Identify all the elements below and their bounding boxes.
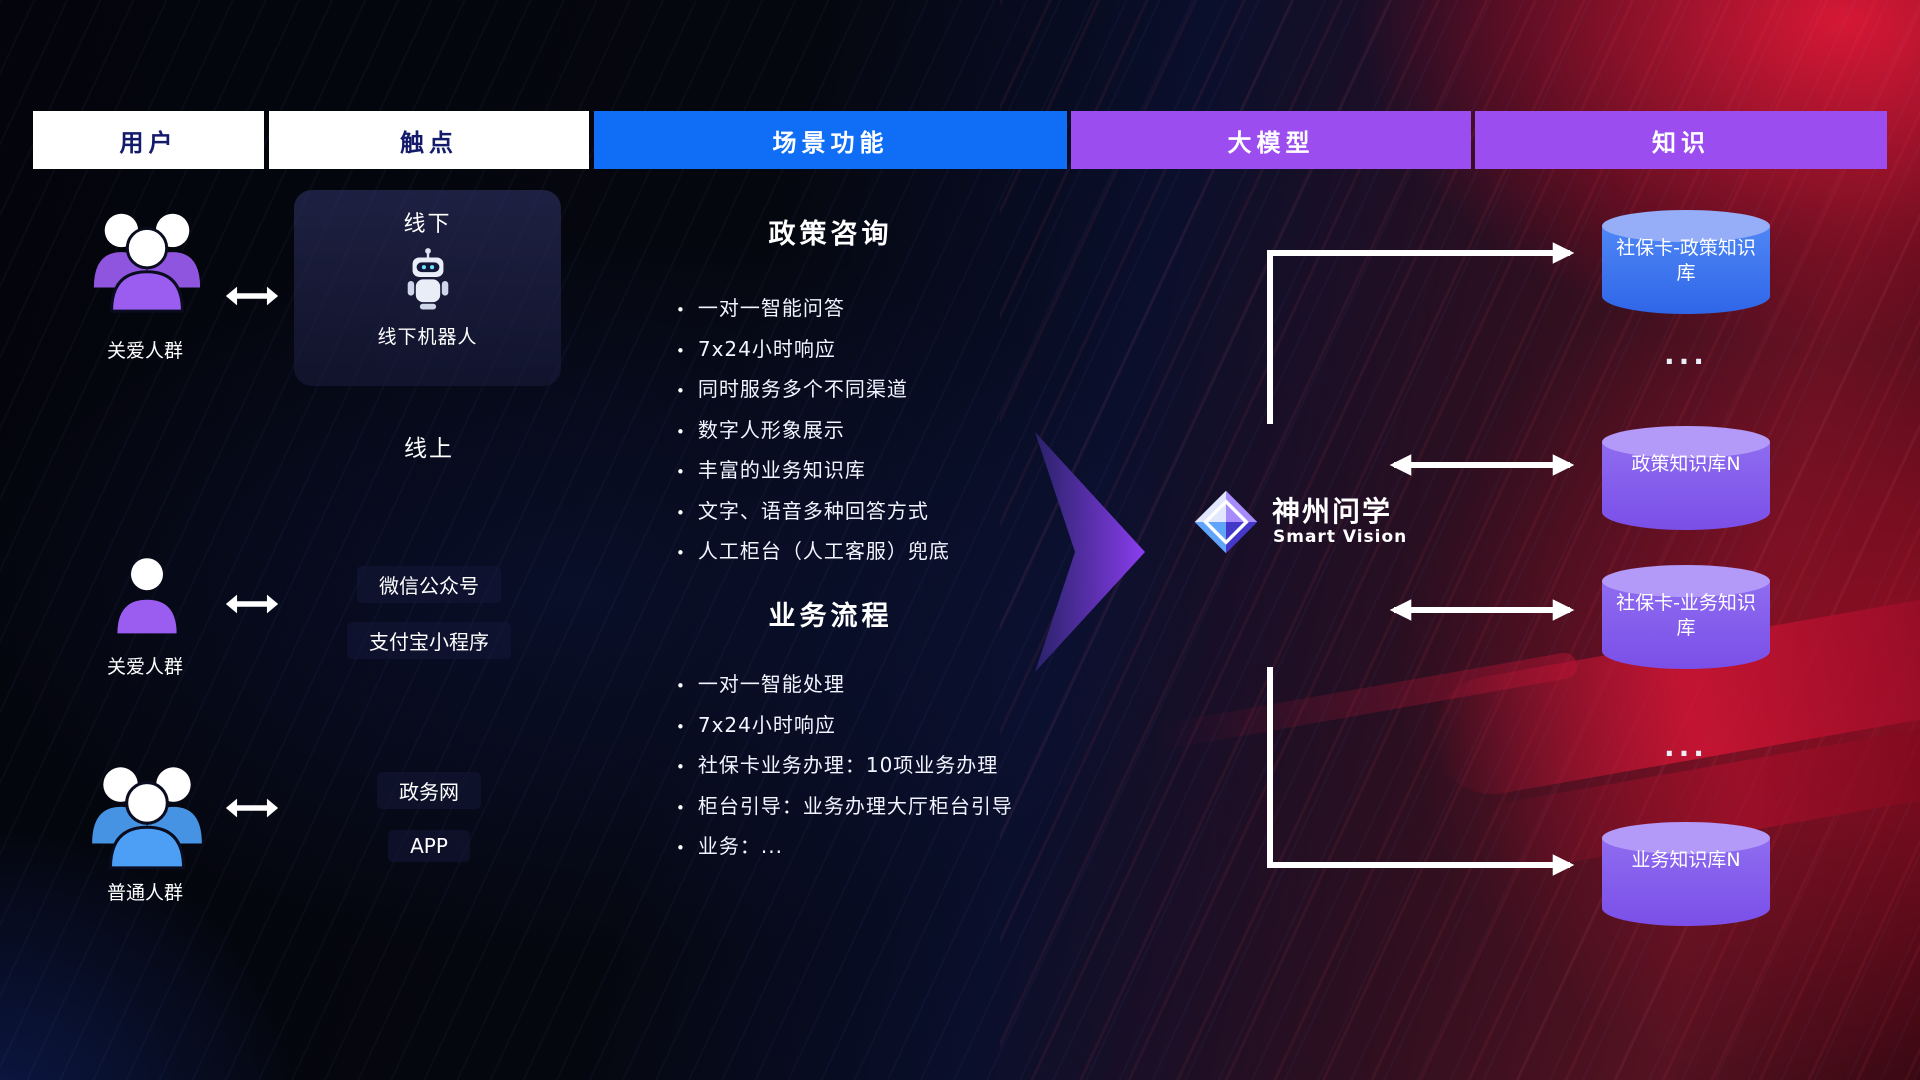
column-header-touchpoints: 触点 bbox=[269, 111, 589, 169]
kb-label: 社保卡-业务知识库 bbox=[1616, 592, 1756, 639]
database-cylinder-icon bbox=[1602, 210, 1770, 314]
list-item-text: 同时服务多个不同渠道 bbox=[697, 377, 908, 401]
database-cylinder-icon bbox=[1602, 822, 1770, 926]
double-arrow-icon bbox=[225, 798, 279, 818]
channel-gov-web: 政务网 bbox=[294, 772, 564, 809]
channel-label: 微信公众号 bbox=[357, 566, 501, 603]
channel-app: APP bbox=[294, 830, 564, 862]
column-header-label: 知识 bbox=[1652, 128, 1710, 157]
model-name: 神州问学 bbox=[1272, 495, 1393, 528]
list-item: 一对一智能处理 bbox=[676, 668, 1013, 697]
list-item: 7x24小时响应 bbox=[676, 709, 1013, 738]
business-process-list: 一对一智能处理 7x24小时响应 社保卡业务办理：10项业务办理 柜台引导：业务… bbox=[676, 668, 1013, 859]
list-item-text: 一对一智能处理 bbox=[697, 672, 845, 696]
list-item: 数字人形象展示 bbox=[676, 414, 950, 443]
list-item: 丰富的业务知识库 bbox=[676, 454, 950, 483]
scenario-title-policy-consult: 政策咨询 bbox=[768, 219, 893, 250]
list-item: 7x24小时响应 bbox=[676, 333, 950, 362]
column-header-scenario-functions: 场景功能 bbox=[594, 111, 1067, 169]
list-item-text: 7x24小时响应 bbox=[697, 712, 836, 737]
list-item: 文字、语音多种回答方式 bbox=[676, 495, 950, 524]
offline-touchpoint-card: 线下 线下机器人 bbox=[294, 190, 561, 386]
column-header-label: 触点 bbox=[400, 128, 458, 157]
online-title: 线上 bbox=[404, 436, 454, 462]
column-header-label: 场景功能 bbox=[772, 128, 889, 157]
list-item-text: 数字人形象展示 bbox=[697, 417, 845, 442]
list-item-text: 7x24小时响应 bbox=[697, 336, 836, 361]
list-item: 社保卡业务办理：10项业务办理 bbox=[676, 749, 1013, 778]
person-icon bbox=[111, 549, 183, 641]
kb-cylinder-social-policy: 社保卡-政策知识库 bbox=[1598, 206, 1774, 318]
column-header-label: 用户 bbox=[119, 128, 178, 157]
list-item-text: 文字、语音多种回答方式 bbox=[697, 498, 929, 523]
channel-alipay-miniapp: 支付宝小程序 bbox=[294, 622, 564, 659]
channel-wechat: 微信公众号 bbox=[294, 566, 564, 603]
database-cylinder-icon bbox=[1602, 565, 1770, 669]
double-arrow-icon bbox=[225, 594, 279, 614]
column-header-large-model: 大模型 bbox=[1071, 111, 1471, 169]
robot-icon bbox=[407, 248, 448, 310]
diamond-logo-icon bbox=[1192, 488, 1260, 556]
list-item: 人工柜台（人工客服）兜底 bbox=[676, 535, 950, 564]
list-item: 业务：... bbox=[676, 830, 1013, 859]
list-item-text: 一对一智能问答 bbox=[697, 296, 845, 320]
kb-label: 业务知识库N bbox=[1631, 849, 1741, 871]
people-group-icon bbox=[84, 746, 210, 876]
list-item-text: 柜台引导：业务办理大厅柜台引导 bbox=[697, 793, 1013, 818]
kb-label: 社保卡-政策知识库 bbox=[1616, 237, 1756, 284]
user-group-label: 关爱人群 bbox=[106, 656, 183, 678]
list-item-text: 人工柜台（人工客服）兜底 bbox=[697, 539, 950, 563]
list-item-text: 丰富的业务知识库 bbox=[697, 458, 866, 482]
kb-cylinder-policy-n: 政策知识库N bbox=[1598, 422, 1774, 534]
channel-label: 支付宝小程序 bbox=[347, 622, 511, 659]
column-header-label: 大模型 bbox=[1227, 128, 1315, 157]
list-item: 一对一智能问答 bbox=[676, 292, 950, 321]
column-header-knowledge: 知识 bbox=[1475, 111, 1887, 169]
kb-label: 政策知识库N bbox=[1631, 453, 1741, 475]
scenario-title-business-process: 业务流程 bbox=[768, 601, 893, 632]
offline-robot-label: 线下机器人 bbox=[377, 326, 478, 348]
offline-title: 线下 bbox=[403, 212, 452, 237]
flow-arrow-icon bbox=[1035, 432, 1145, 672]
ellipsis-more-kbs: ... bbox=[1664, 730, 1708, 763]
model-subtitle: Smart Vision bbox=[1273, 527, 1408, 547]
list-item: 同时服务多个不同渠道 bbox=[676, 373, 950, 402]
kb-cylinder-business-n: 业务知识库N bbox=[1598, 818, 1774, 930]
ellipsis-more-kbs: ... bbox=[1664, 338, 1708, 371]
policy-consult-list: 一对一智能问答 7x24小时响应 同时服务多个不同渠道 数字人形象展示 丰富的业… bbox=[676, 292, 950, 564]
people-group-icon bbox=[86, 192, 208, 320]
channel-label: 政务网 bbox=[377, 772, 481, 809]
double-arrow-icon bbox=[225, 286, 279, 306]
list-item: 柜台引导：业务办理大厅柜台引导 bbox=[676, 790, 1013, 819]
database-cylinder-icon bbox=[1602, 426, 1770, 530]
user-group-label: 关爱人群 bbox=[106, 340, 183, 362]
list-item-text: 社保卡业务办理：10项业务办理 bbox=[697, 753, 999, 777]
kb-cylinder-social-business: 社保卡-业务知识库 bbox=[1598, 561, 1774, 673]
channel-label: APP bbox=[388, 830, 470, 862]
list-item-text: 业务：... bbox=[697, 834, 783, 858]
column-header-users: 用户 bbox=[33, 111, 264, 169]
user-group-label: 普通人群 bbox=[106, 882, 183, 904]
